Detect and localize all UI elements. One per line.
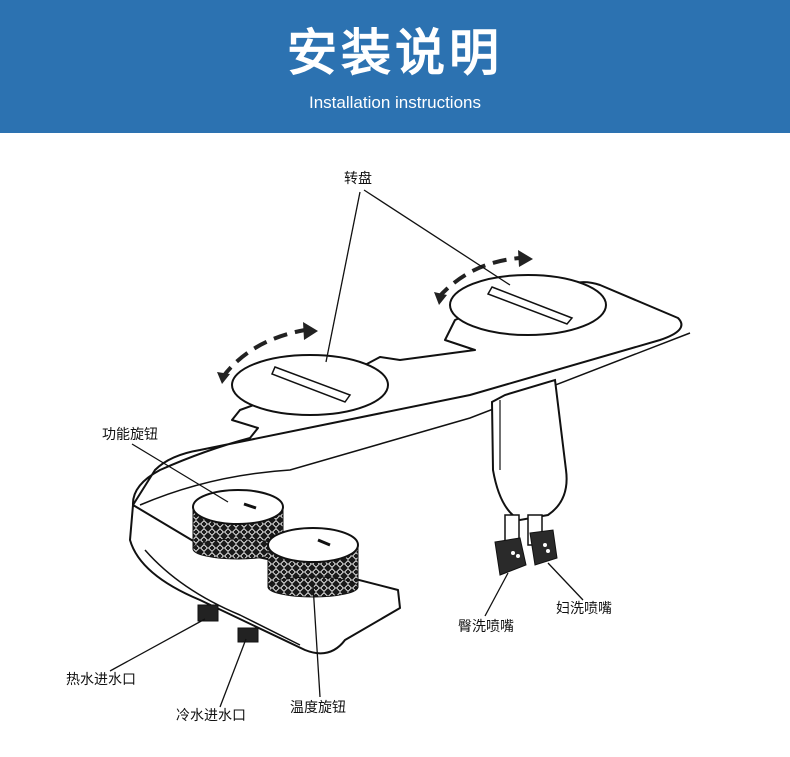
label-hip-wash-nozzle: 臀洗喷嘴 [458,619,514,635]
page-subtitle: Installation instructions [309,93,481,112]
header-banner: 安装说明 Installation instructions [0,0,790,133]
rotate-arrow-left [220,328,306,380]
leader-temperature [312,584,321,698]
label-temperature-knob: 温度旋钮 [290,700,346,716]
leader-turntable-right [363,189,511,286]
leader-hip-nozzle [484,572,509,617]
leader-cold-water [219,638,247,708]
label-cold-water-inlet: 冷水进水口 [176,708,246,724]
cold-water-pipe [237,627,259,643]
hot-water-pipe [197,604,219,622]
leader-turntable-left [325,191,361,363]
label-feminine-wash-nozzle: 妇洗喷嘴 [556,601,612,617]
leader-feminine-nozzle [547,562,584,601]
rotate-arrow-right [436,256,521,300]
function-knob [192,489,284,560]
feminine-wash-nozzle [529,529,558,566]
page-title: 安装说明 [287,24,503,82]
label-turntable: 转盘 [344,171,372,187]
bidet-diagram [109,189,691,708]
hip-wash-nozzle [494,537,527,576]
nozzle-arm [490,378,568,522]
control-body [129,504,401,655]
leader-hot-water [109,618,206,672]
label-hot-water-inlet: 热水进水口 [66,672,136,688]
label-function-knob: 功能旋钮 [102,427,158,443]
leader-function-knob [131,443,229,503]
